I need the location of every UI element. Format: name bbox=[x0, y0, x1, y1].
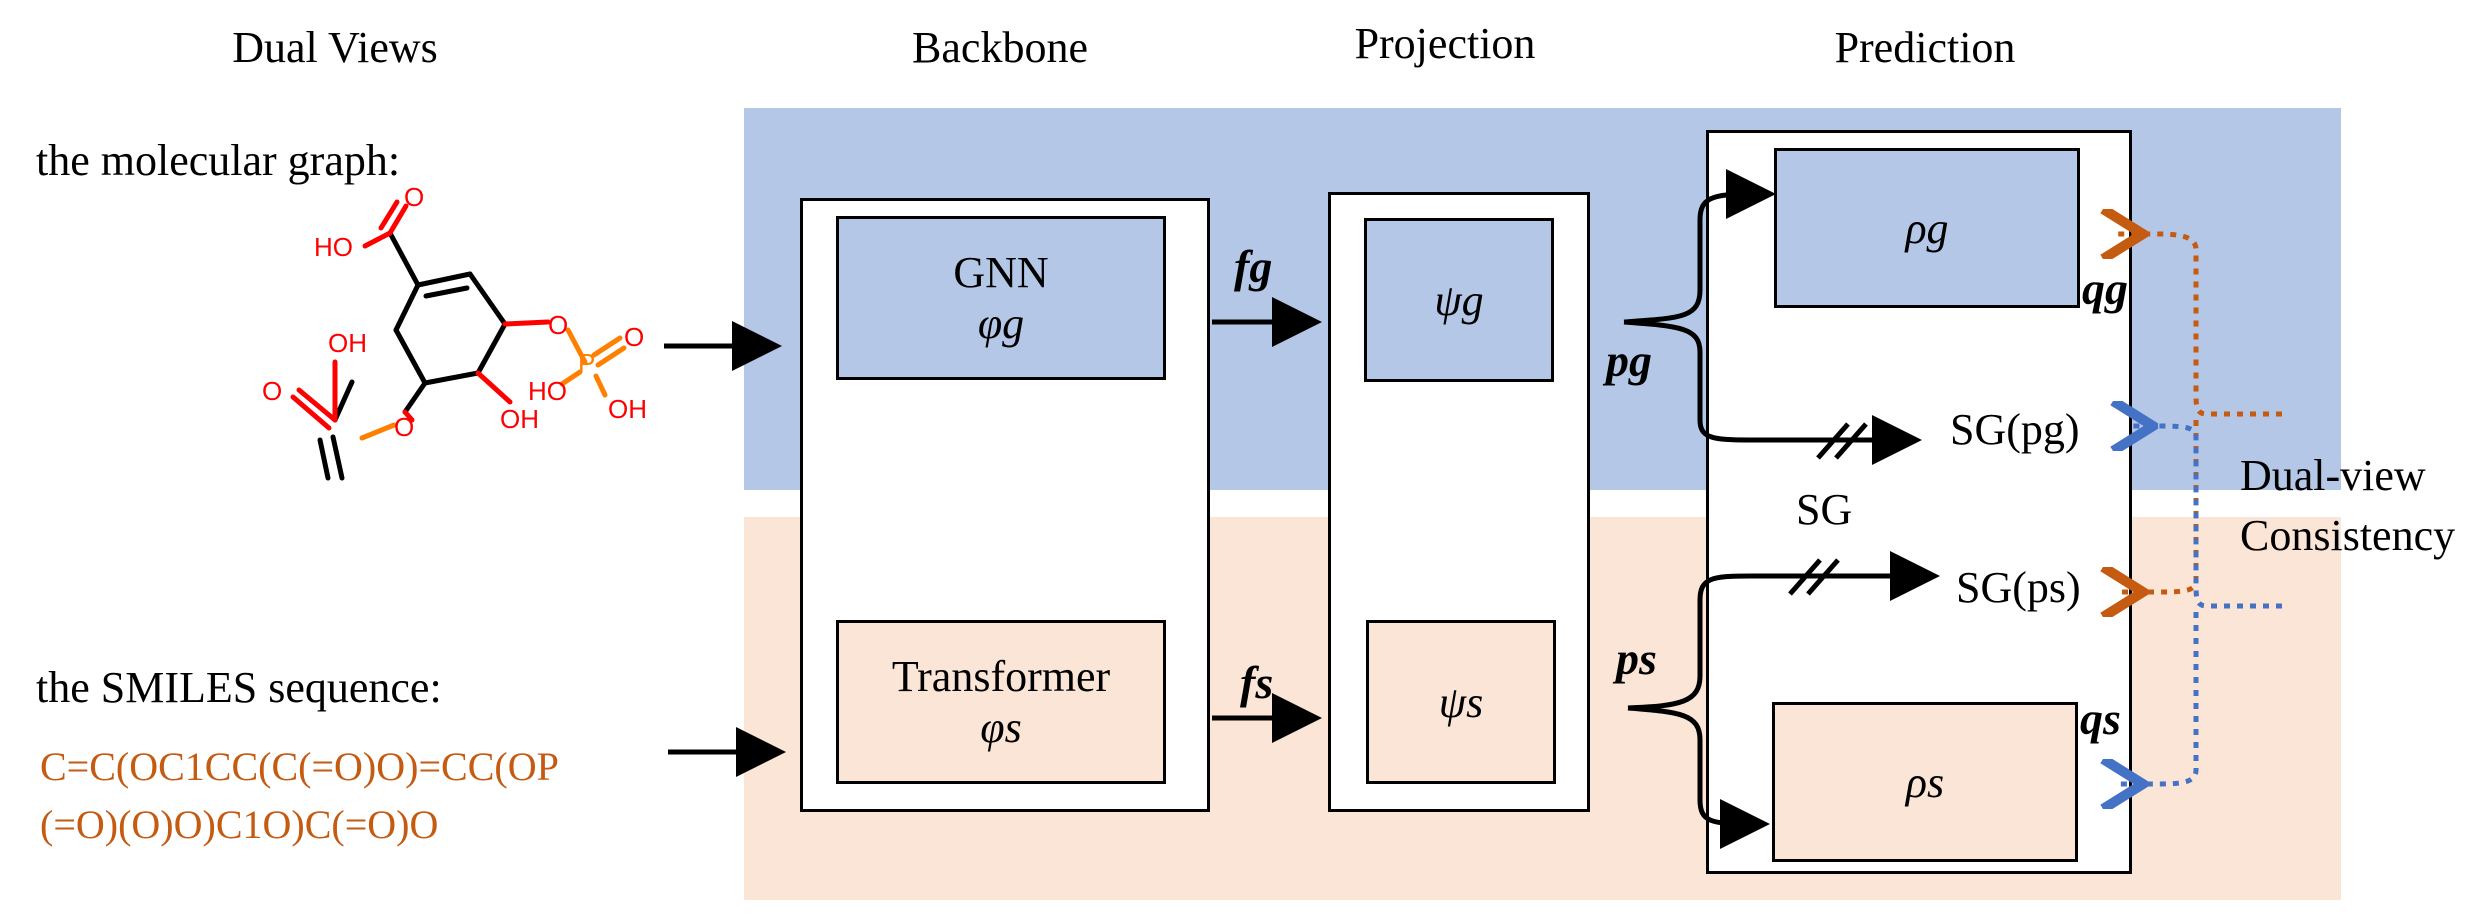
gnn-label: GNN bbox=[953, 248, 1049, 297]
rho-s-symbol: ρs bbox=[1905, 757, 1945, 807]
atom-o-left: O bbox=[262, 376, 282, 406]
consistency-blue-top bbox=[2128, 426, 2282, 609]
predictor-smiles-box: ρs bbox=[1772, 702, 2078, 862]
smiles-string-line1: C=C(OC1CC(C(=O)O)=CC(OP bbox=[40, 744, 559, 789]
atom-oh-ring: OH bbox=[500, 404, 539, 434]
qg-label: qg bbox=[2082, 263, 2128, 314]
rho-g-symbol: ρg bbox=[1905, 203, 1949, 253]
smiles-string-line2: (=O)(O)O)C1O)C(=O)O bbox=[40, 802, 439, 847]
feature-fs-label: fs bbox=[1240, 657, 1274, 708]
molecular-graph-label: the molecular graph: bbox=[36, 136, 401, 185]
smiles-sequence-label: the SMILES sequence: bbox=[36, 663, 442, 712]
atom-o-phos: O bbox=[548, 310, 568, 340]
header-dual-views: Dual Views bbox=[232, 23, 438, 72]
ps-label: ps bbox=[1616, 633, 1657, 684]
atom-o-top: O bbox=[404, 182, 424, 212]
atom-ho-top: HO bbox=[314, 232, 353, 262]
consistency-blue-bottom bbox=[2118, 612, 2199, 784]
atom-oh-left: OH bbox=[328, 328, 367, 358]
consistency-orange-top bbox=[2118, 234, 2282, 417]
header-prediction: Prediction bbox=[1834, 23, 2016, 72]
gnn-encoder-box: GNN φg bbox=[836, 216, 1166, 380]
transformer-encoder-box: Transformer φs bbox=[836, 620, 1166, 784]
header-backbone: Backbone bbox=[912, 23, 1088, 72]
stop-gradient-label: SG bbox=[1796, 485, 1853, 534]
header-projection: Projection bbox=[1354, 19, 1536, 68]
sg-ps-label: SG(ps) bbox=[1956, 563, 2081, 612]
transformer-symbol: φs bbox=[980, 703, 1022, 752]
atom-ho-p: HO bbox=[528, 376, 567, 406]
pg-brace bbox=[1623, 191, 1751, 325]
gnn-symbol: φg bbox=[977, 299, 1025, 348]
predictor-graph-box: ρg bbox=[1774, 148, 2080, 308]
pg-label: pg bbox=[1606, 335, 1652, 386]
atom-oh-p: OH bbox=[608, 394, 647, 424]
projection-head-smiles: ψs bbox=[1366, 620, 1556, 784]
qs-label: qs bbox=[2080, 693, 2121, 744]
psi-g-symbol: ψg bbox=[1434, 275, 1484, 325]
feature-fg-label: fg bbox=[1234, 241, 1273, 292]
consistency-line1: Dual-view bbox=[2240, 451, 2426, 500]
sg-pg-label: SG(pg) bbox=[1950, 405, 2080, 454]
ps-brace bbox=[1627, 573, 1751, 711]
projection-head-graph: ψg bbox=[1364, 218, 1554, 382]
transformer-label: Transformer bbox=[891, 652, 1111, 701]
consistency-orange-bottom bbox=[2118, 420, 2199, 592]
atom-o-ether: O bbox=[394, 412, 414, 442]
psi-s-symbol: ψs bbox=[1438, 677, 1484, 727]
consistency-line2: Consistency bbox=[2240, 511, 2456, 560]
atom-o-p-double: O bbox=[624, 322, 644, 352]
atom-p: P bbox=[578, 348, 595, 378]
